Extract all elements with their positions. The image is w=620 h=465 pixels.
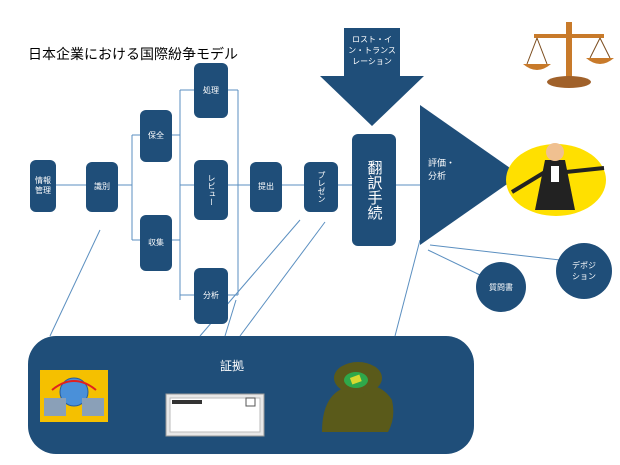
node-translation: 翻訳手続 xyxy=(352,134,396,246)
thinking-head-icon xyxy=(322,362,394,432)
node-label: デポジ ション xyxy=(572,261,596,281)
node-label: 処理 xyxy=(203,85,219,95)
node-label: 保全 xyxy=(148,131,164,140)
evidence-label: 証拠 xyxy=(220,359,245,373)
lost-in-translation-label: ロスト・イ ン・トランス レーション xyxy=(348,35,396,66)
lost-in-translation-arrow xyxy=(320,28,424,126)
network-computers-icon xyxy=(40,370,108,422)
node-questionnaire: 質問書 xyxy=(476,262,526,312)
node-info-management: 情報 管理 xyxy=(30,160,56,212)
node-presentation: プレゼン xyxy=(304,162,338,212)
node-produce: 提出 xyxy=(250,162,282,212)
node-label: 情報 管理 xyxy=(35,176,51,195)
node-label: 提出 xyxy=(258,182,274,191)
evaluation-label: 評価・ 分析 xyxy=(428,159,456,182)
node-review: レビュー xyxy=(194,160,228,220)
evaluation-triangle xyxy=(420,105,520,245)
document-window-icon xyxy=(165,393,265,437)
node-label: 識別 xyxy=(94,182,110,191)
node-identify: 識別 xyxy=(86,162,118,212)
node-analyze: 分析 xyxy=(194,268,228,324)
node-label: 質問書 xyxy=(489,282,513,292)
connectors xyxy=(49,89,561,337)
node-label: 分析 xyxy=(203,291,219,300)
node-deposition: デポジ ション xyxy=(556,243,612,299)
node-label: 翻訳手続 xyxy=(365,160,384,220)
page-title: 日本企業における国際紛争モデル xyxy=(28,47,238,63)
node-preserve: 保全 xyxy=(140,110,172,162)
scales-icon xyxy=(523,22,614,88)
node-process: 処理 xyxy=(194,63,228,118)
node-label: プレゼン xyxy=(317,171,326,203)
node-label: レビュー xyxy=(207,174,216,206)
node-label: 収集 xyxy=(148,238,164,247)
lawyer-icon xyxy=(506,143,606,216)
node-collect: 収集 xyxy=(140,215,172,271)
